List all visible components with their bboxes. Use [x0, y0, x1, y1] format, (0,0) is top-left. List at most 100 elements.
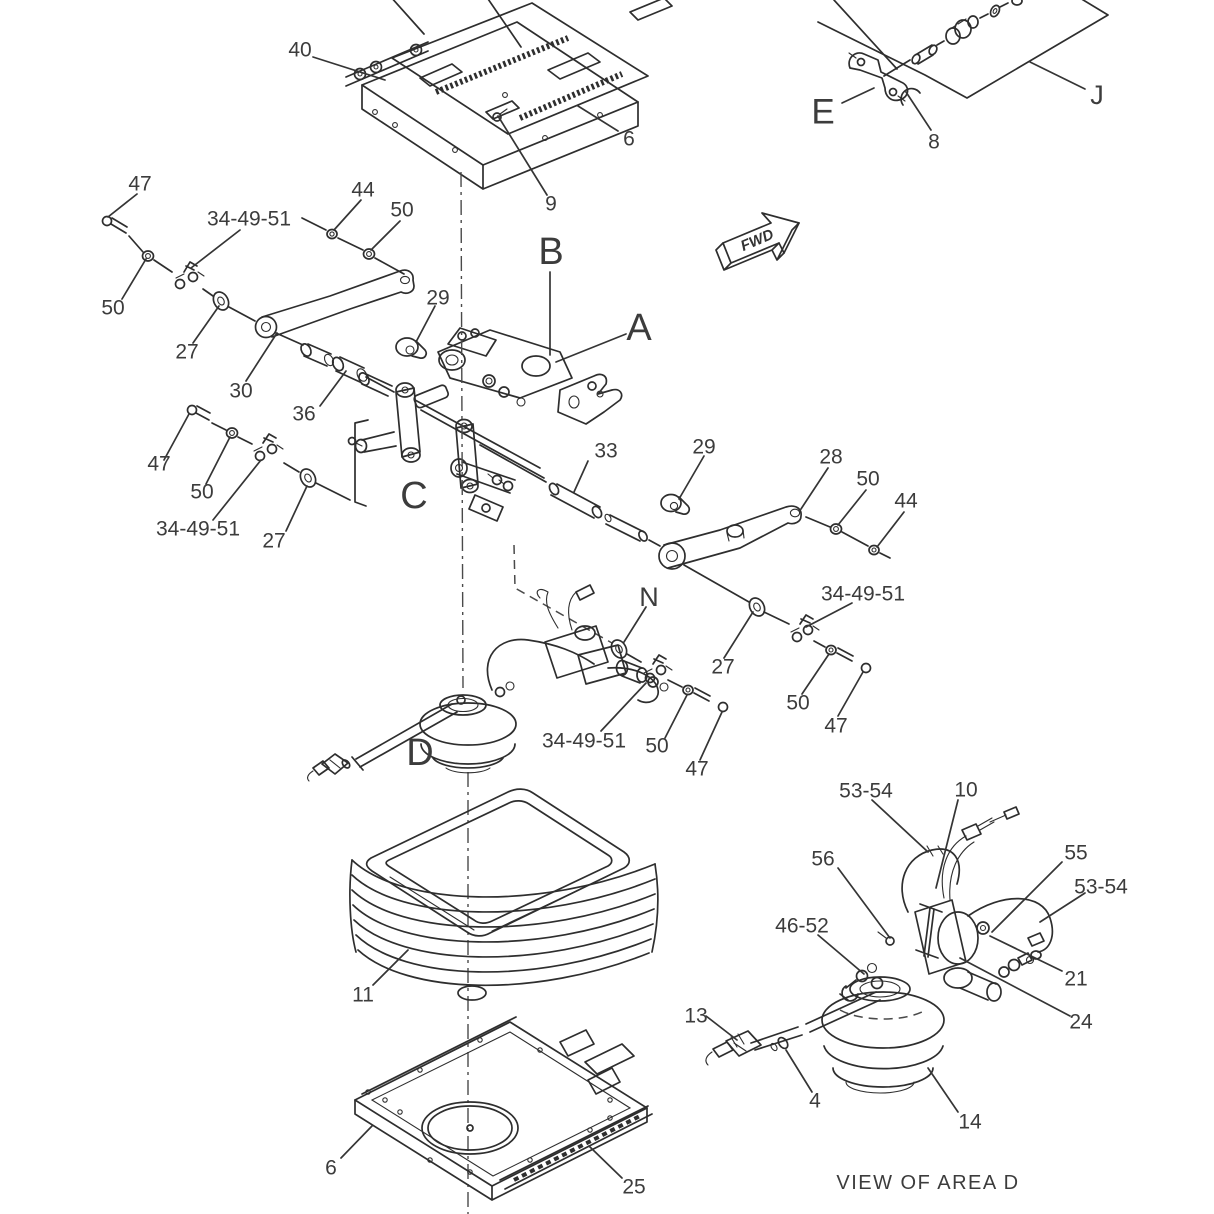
part-label-24: 24 — [1069, 1011, 1093, 1034]
seat-slide-assembly — [345, 0, 673, 190]
part-labels: 40 6 9 E 8 J B A 47 34-49-51 44 50 50 27… — [101, 39, 1128, 1199]
fitting-34-49-51-ll — [253, 433, 284, 462]
bellows-skirt-11 — [349, 788, 659, 1001]
part-label-44: 44 — [894, 490, 918, 513]
hose-53-54-right — [967, 897, 1054, 953]
part-label-29: 29 — [426, 287, 449, 310]
bolt-47-ll — [186, 404, 198, 416]
part-label-34-49-51: 34-49-51 — [207, 208, 291, 231]
part-label-8: 8 — [928, 131, 940, 154]
part-label-33: 33 — [594, 440, 617, 463]
area-d-air-spring-top — [849, 976, 911, 1002]
lower-left-hardware-cluster — [163, 404, 351, 532]
fwd-arrow: FWD — [715, 212, 800, 271]
area-d-sensor-rod — [805, 991, 881, 1033]
part-label-4: 4 — [809, 1090, 821, 1113]
part-label-55: 55 — [1064, 842, 1087, 865]
area-b-a-markers — [549, 271, 627, 363]
suspension-mechanism — [347, 327, 623, 522]
part-label-47: 47 — [824, 715, 847, 738]
part-label-56: 56 — [811, 848, 834, 871]
part-label-10: 10 — [954, 779, 977, 802]
area-label-e: E — [811, 93, 834, 132]
part-label-36: 36 — [292, 403, 315, 426]
part-label-21: 21 — [1064, 968, 1087, 991]
nut-4 — [777, 1036, 789, 1050]
washer-27-right — [748, 597, 766, 617]
part-label-44: 44 — [351, 179, 375, 202]
centerline-upper — [460, 171, 464, 689]
link-post-front — [395, 387, 421, 458]
spacer-36 — [300, 343, 368, 383]
wire-connector — [321, 753, 349, 775]
part-label-50: 50 — [645, 735, 668, 758]
area-label-c: C — [400, 475, 427, 517]
seat-slide-leaders — [312, 56, 619, 196]
air-spring-bellows — [419, 702, 517, 746]
part-label-27: 27 — [175, 341, 198, 364]
part-label-34-49-51: 34-49-51 — [542, 730, 626, 753]
area-label-n: N — [639, 582, 659, 612]
fitting-34-49-51-right — [790, 614, 820, 643]
area-label-d: D — [406, 732, 433, 774]
elbow-fitting-46-52 — [855, 969, 869, 983]
nut-axis-44-50 — [301, 217, 405, 275]
part-label-14: 14 — [958, 1111, 982, 1134]
fitting-34-49-51-n — [643, 654, 673, 684]
part-label-27: 27 — [262, 530, 285, 553]
part-label-46-52: 46-52 — [775, 915, 829, 938]
air-hose — [486, 638, 595, 691]
height-valve-group — [817, 0, 1109, 131]
part-label-6: 6 — [325, 1157, 337, 1180]
area-d-air-spring-body — [821, 991, 945, 1049]
part-label-11: 11 — [352, 984, 374, 1007]
part-label-47: 47 — [685, 758, 708, 781]
part-label-47: 47 — [128, 173, 151, 196]
pin-33 — [548, 482, 661, 547]
area-j-panel-edge — [817, 0, 1109, 99]
hose-53-54-upper — [901, 848, 961, 913]
part-label-30: 30 — [229, 380, 252, 403]
upper-left-linkage-cluster — [101, 193, 436, 407]
bushing-29-right — [660, 493, 691, 515]
section-bracket — [354, 419, 369, 507]
part-label-25: 25 — [622, 1176, 645, 1199]
sensor-rod — [355, 703, 458, 768]
part-label-6: 6 — [623, 128, 635, 151]
bolt-47-right — [860, 662, 872, 674]
connector-13 — [725, 1030, 762, 1057]
leveling-valve-body — [544, 625, 609, 679]
air-spring-valve-assembly-d — [307, 584, 669, 782]
part-label-29: 29 — [692, 436, 715, 459]
view-caption: VIEW OF AREA D — [836, 1172, 1019, 1194]
part-label-27: 27 — [711, 656, 734, 679]
part-label-50: 50 — [390, 199, 413, 222]
link-arm-28 — [658, 505, 802, 570]
washer-27 — [212, 291, 230, 311]
part-label-34-49-51: 34-49-51 — [156, 518, 240, 541]
part-label-50: 50 — [786, 692, 809, 715]
part-label-40: 40 — [288, 39, 311, 62]
bolt-47 — [101, 215, 113, 227]
part-label-53-54: 53-54 — [839, 780, 893, 803]
part-label-13: 13 — [684, 1005, 707, 1028]
bushing-29 — [395, 337, 428, 359]
part-label-50: 50 — [190, 481, 213, 504]
area-d-detail-view — [705, 799, 1086, 1113]
fitting-34-49-51 — [174, 261, 205, 290]
part-label-50: 50 — [101, 297, 124, 320]
nut-50 — [141, 250, 155, 262]
part-label-28: 28 — [819, 446, 842, 469]
bolt-47-n — [717, 701, 729, 713]
valve-parts-axis — [911, 0, 1023, 65]
part-label-34-49-51: 34-49-51 — [821, 583, 905, 606]
link-arm-30 — [254, 269, 415, 339]
area-label-j: J — [1090, 80, 1104, 110]
valve-bracket — [848, 52, 909, 102]
part-label-47: 47 — [147, 453, 170, 476]
part-label-50: 50 — [856, 468, 879, 491]
harness-10 — [941, 835, 975, 901]
part-label-53-54: 53-54 — [1074, 876, 1128, 899]
